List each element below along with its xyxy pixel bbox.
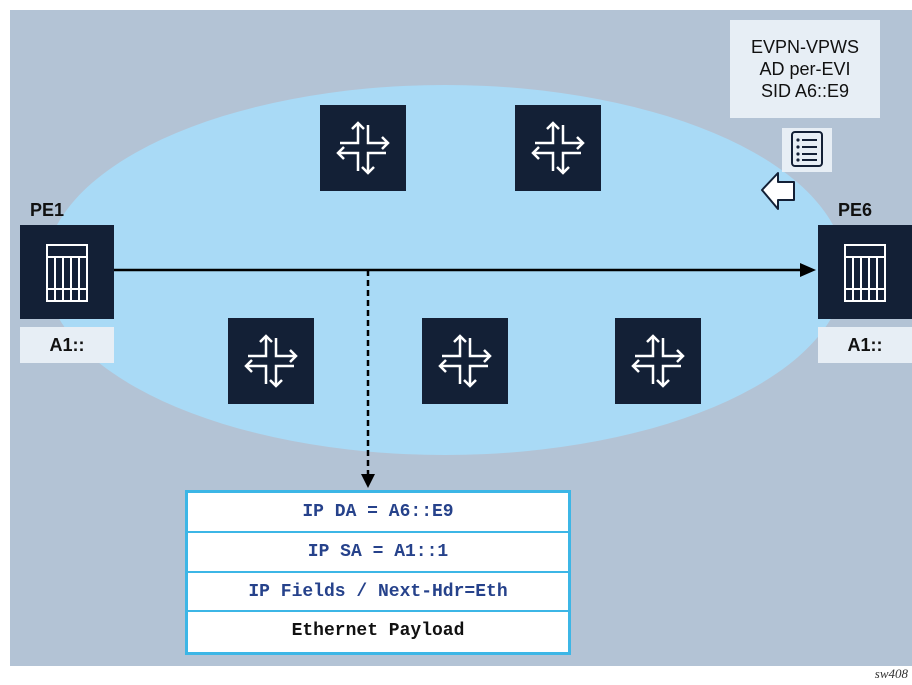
- router-bottom-left: [228, 318, 314, 404]
- packet-row-ip-fields: IP Fields / Next-Hdr=Eth: [188, 573, 568, 613]
- packet-row-ip-da: IP DA = A6::E9: [188, 493, 568, 533]
- packet-row-ip-sa: IP SA = A1::1: [188, 533, 568, 573]
- info-line-3: SID A6::E9: [760, 81, 850, 101]
- evpn-info-box: EVPN-VPWS AD per-EVI SID A6::E9: [730, 20, 880, 118]
- pe1-node: [20, 225, 114, 319]
- chassis-icon: [46, 244, 88, 302]
- pe1-label: PE1: [30, 200, 65, 220]
- arrowhead-right-icon: [800, 263, 816, 277]
- router-top-right: [515, 105, 601, 191]
- pe6-node: [818, 225, 912, 319]
- pe6-label: PE6: [838, 200, 873, 220]
- router-icon: [438, 334, 492, 388]
- chassis-icon: [844, 244, 886, 302]
- packet-row-payload: Ethernet Payload: [291, 621, 465, 642]
- router-icon: [531, 121, 585, 175]
- advertisement-arrow-icon: [761, 172, 795, 210]
- pe1-address: A1::: [20, 327, 114, 363]
- route-document-icon: [782, 128, 832, 172]
- packet-header-stack: IP DA = A6::E9 IP SA = A1::1 IP Fields /…: [185, 490, 571, 655]
- info-line-2: AD per-EVI: [759, 59, 851, 79]
- pe6-address: A1::: [818, 327, 912, 363]
- router-icon: [336, 121, 390, 175]
- list-icon: [791, 131, 823, 167]
- router-bottom-right: [615, 318, 701, 404]
- router-top-left: [320, 105, 406, 191]
- info-line-1: EVPN-VPWS: [750, 37, 860, 57]
- figure-id: sw408: [874, 666, 908, 681]
- router-icon: [244, 334, 298, 388]
- router-bottom-middle: [422, 318, 508, 404]
- router-icon: [631, 334, 685, 388]
- arrowhead-down-icon: [361, 474, 375, 488]
